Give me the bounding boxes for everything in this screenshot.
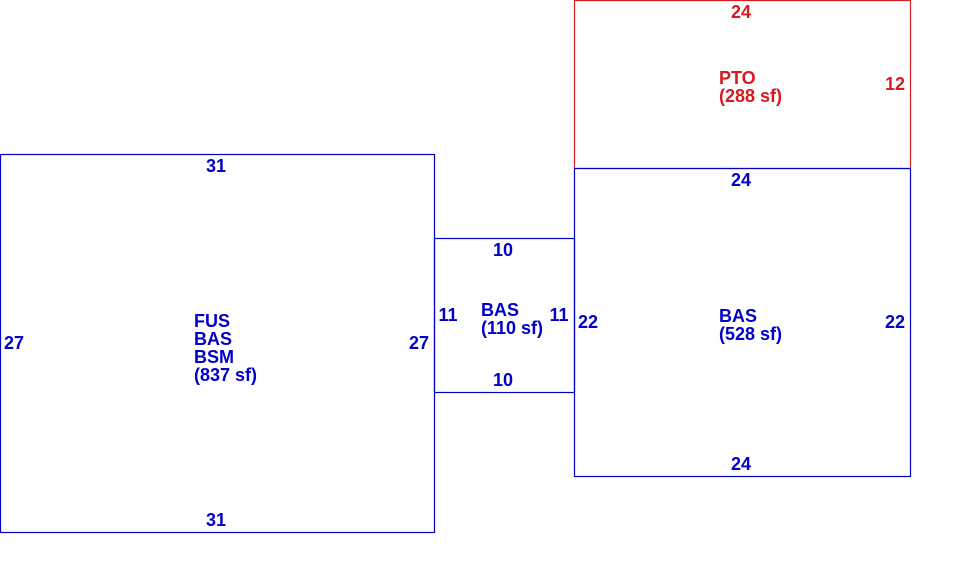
main-house-dim-right: 27 [409, 333, 429, 353]
right-bas-label-area: (528 sf) [719, 324, 782, 344]
main-house-dim-bottom: 31 [206, 510, 226, 530]
main-house-dim-top: 31 [206, 156, 226, 176]
right-bas-dim-bottom: 24 [731, 454, 751, 474]
main-house-label-fus: FUS [194, 311, 230, 331]
right-bas-dim-right: 22 [885, 312, 905, 332]
area-patio: 24 12 PTO (288 sf) [573, 0, 912, 170]
main-house-label-area: (837 sf) [194, 365, 257, 385]
main-house-dim-left: 27 [4, 333, 24, 353]
connector-bas-label-area: (110 sf) [481, 318, 543, 338]
patio-label-area: (288 sf) [719, 86, 782, 106]
right-bas-dim-top: 24 [731, 170, 751, 190]
patio-label-code: PTO [719, 68, 756, 88]
connector-bas-dim-left: 11 [438, 305, 457, 325]
connector-bas-dim-bottom: 10 [493, 370, 513, 390]
patio-dim-right: 12 [885, 74, 905, 94]
connector-bas-label-code: BAS [481, 300, 519, 320]
area-right-bas: 24 24 22 22 BAS (528 sf) [573, 167, 912, 478]
patio-dim-top: 24 [731, 2, 751, 22]
main-house-label-bas: BAS [194, 329, 232, 349]
connector-bas-dim-right: 11 [549, 305, 568, 325]
connector-bas-dim-top: 10 [493, 240, 513, 260]
right-bas-label-code: BAS [719, 306, 757, 326]
area-main-house: 31 31 27 27 FUS BAS BSM (837 sf) [0, 153, 436, 534]
main-house-outline [0, 153, 436, 534]
right-bas-dim-left: 22 [578, 312, 598, 332]
area-connector-bas: 10 10 11 11 BAS (110 sf) [433, 237, 576, 394]
main-house-label-bsm: BSM [194, 347, 234, 367]
